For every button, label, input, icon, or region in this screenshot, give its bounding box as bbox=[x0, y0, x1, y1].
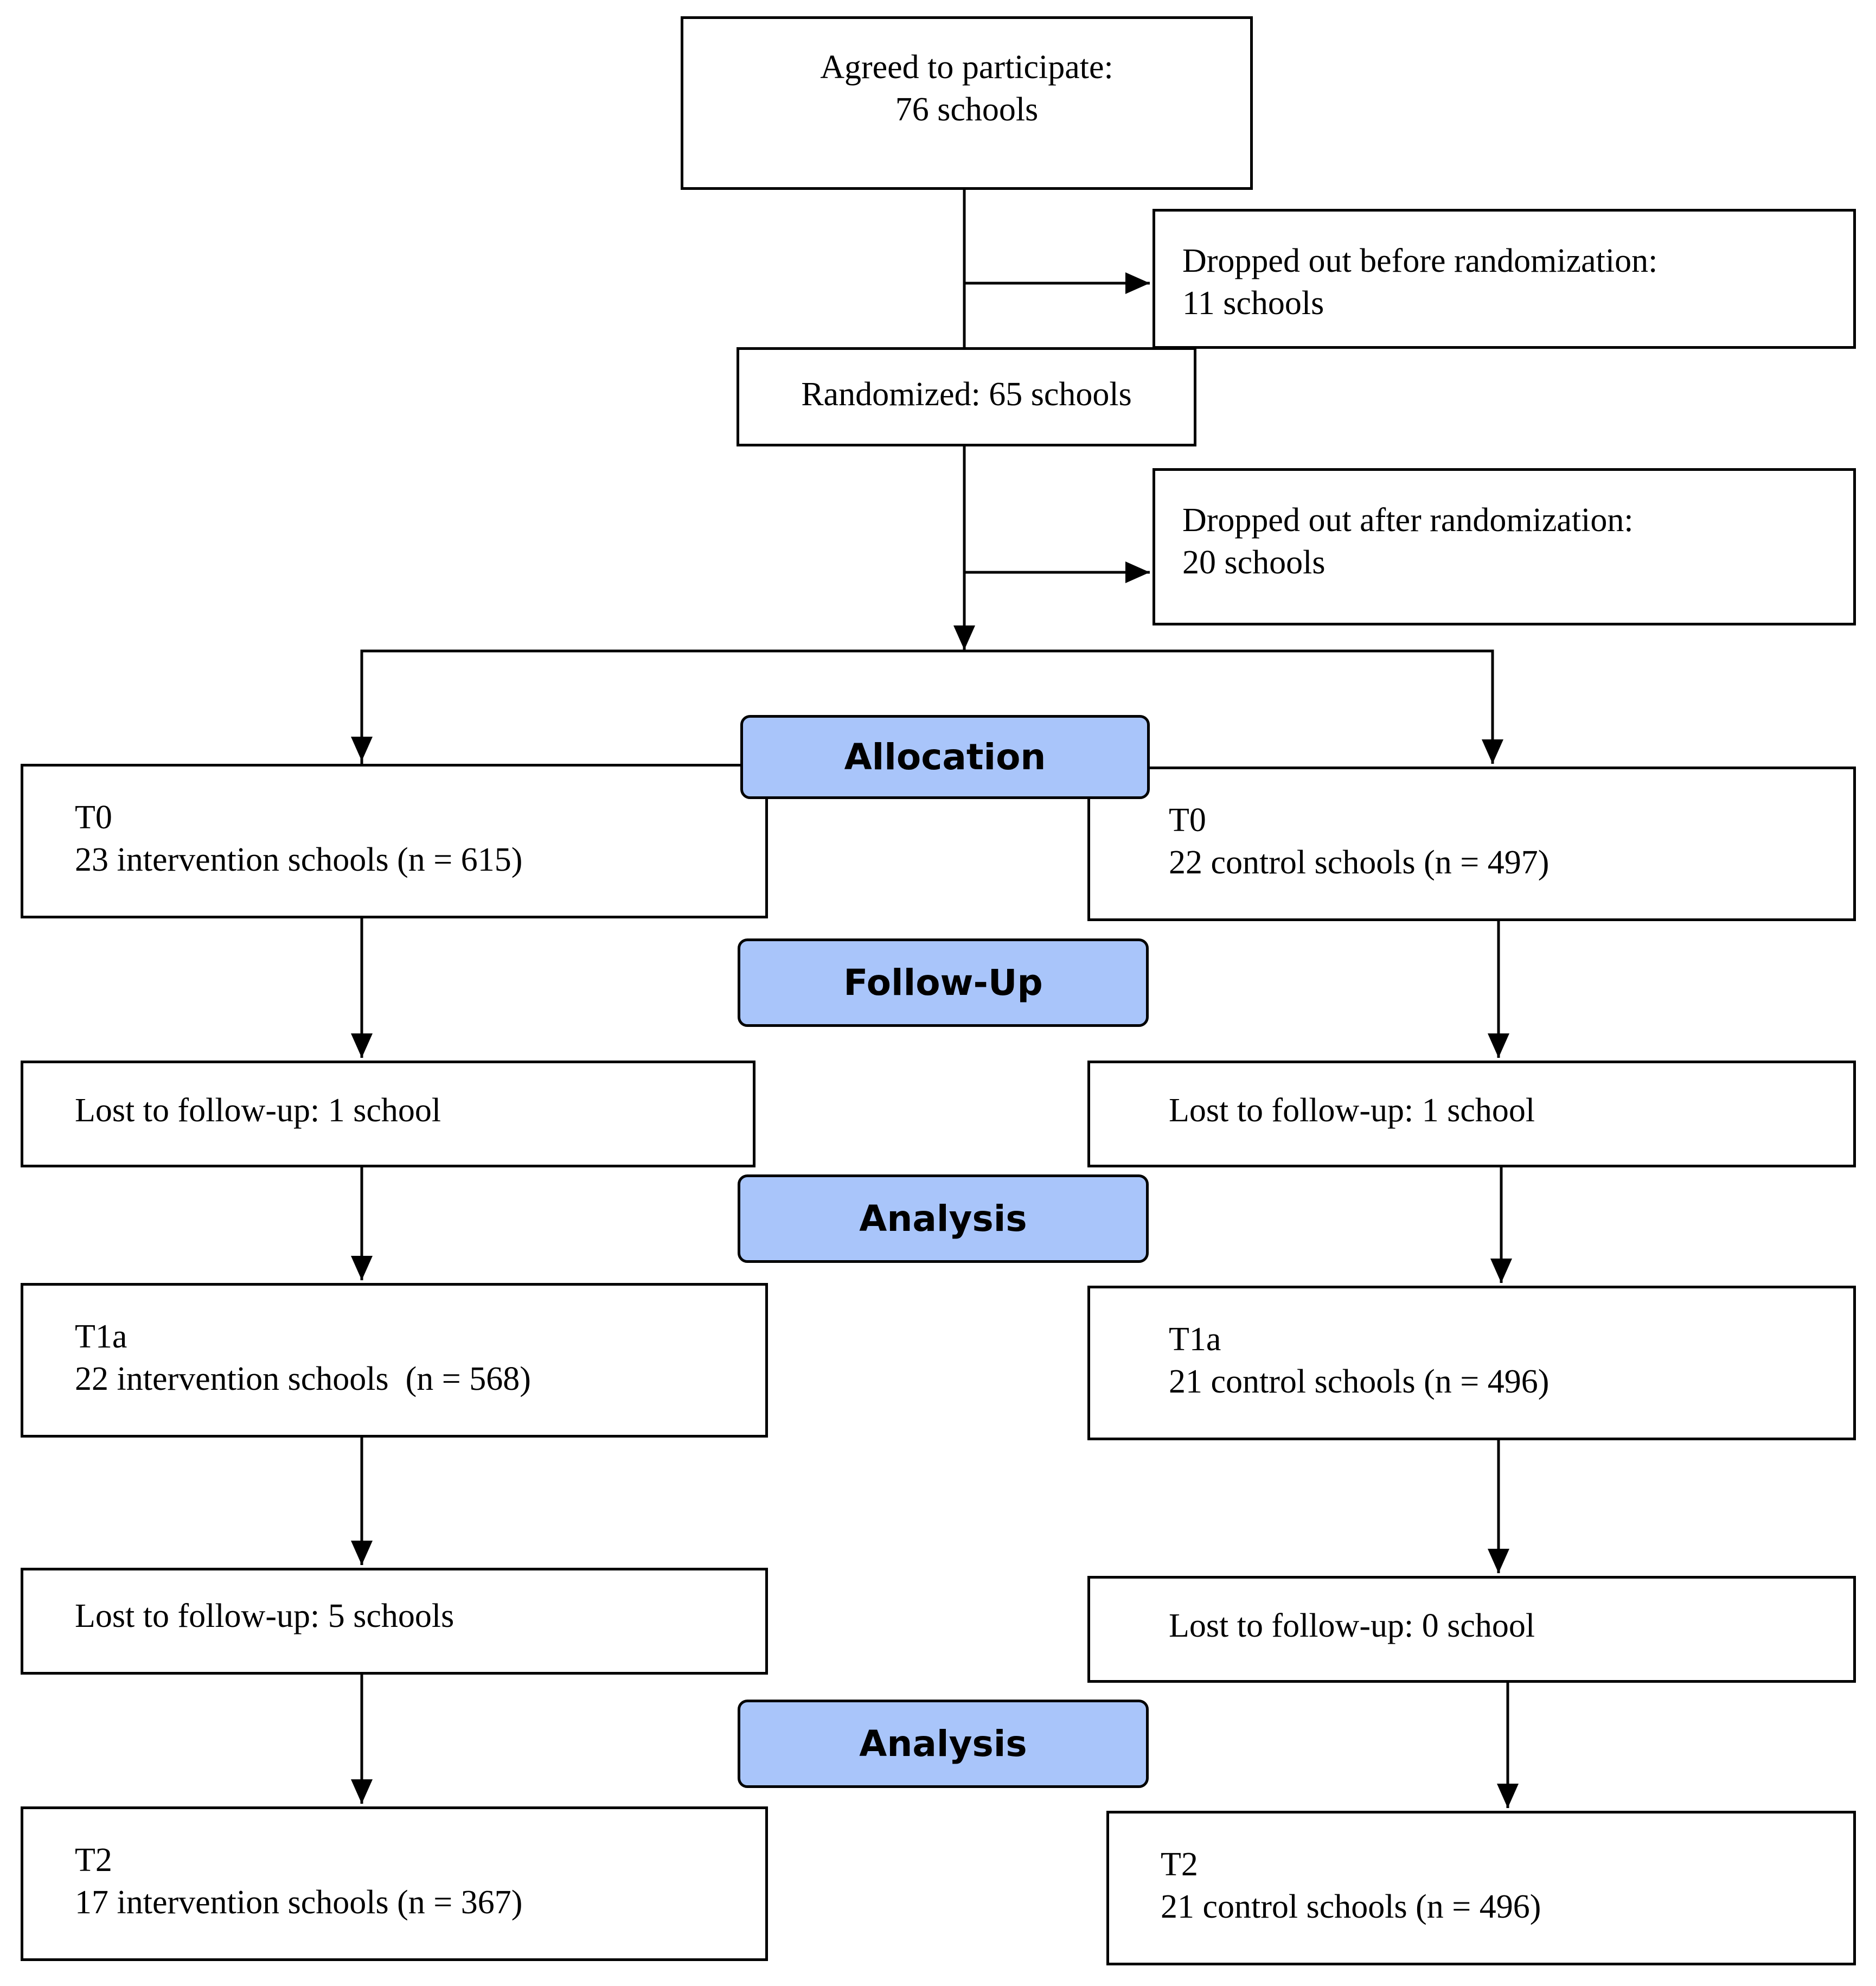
intervention-lost1-box: Lost to follow-up: 1 school bbox=[21, 1061, 755, 1167]
dropped-after-line2: 20 schools bbox=[1182, 544, 1326, 581]
intervention-t0-box: T0 23 intervention schools (n = 615) bbox=[21, 764, 768, 918]
intervention-t1a-box: T1a 22 intervention schools (n = 568) bbox=[21, 1283, 768, 1438]
control-lost2-box: Lost to follow-up: 0 school bbox=[1087, 1576, 1856, 1683]
control-t2-line2: 21 control schools (n = 496) bbox=[1161, 1888, 1541, 1925]
stage-analysis-2: Analysis bbox=[738, 1700, 1149, 1788]
intervention-t0-line1: T0 bbox=[75, 799, 112, 836]
control-t1a-line2: 21 control schools (n = 496) bbox=[1169, 1363, 1550, 1400]
control-t0-line2: 22 control schools (n = 497) bbox=[1169, 844, 1550, 881]
dropped-before-line1: Dropped out before randomization: bbox=[1182, 242, 1658, 279]
intervention-lost2-box: Lost to follow-up: 5 schools bbox=[21, 1568, 768, 1675]
control-lost1-label: Lost to follow-up: 1 school bbox=[1169, 1092, 1535, 1129]
dropped-before-line2: 11 schools bbox=[1182, 285, 1324, 322]
control-lost2-label: Lost to follow-up: 0 school bbox=[1169, 1607, 1535, 1644]
control-t2-line1: T2 bbox=[1161, 1846, 1198, 1883]
agreed-line1: Agreed to participate: bbox=[820, 48, 1113, 86]
control-t0-box: T0 22 control schools (n = 497) bbox=[1087, 767, 1856, 921]
control-t2-box: T2 21 control schools (n = 496) bbox=[1106, 1811, 1856, 1965]
stage-allocation: Allocation bbox=[740, 715, 1150, 799]
intervention-lost2-label: Lost to follow-up: 5 schools bbox=[75, 1598, 454, 1634]
intervention-lost1-label: Lost to follow-up: 1 school bbox=[75, 1092, 441, 1129]
intervention-t1a-line2: 22 intervention schools (n = 568) bbox=[75, 1361, 531, 1397]
dropped-after-box: Dropped out after randomization: 20 scho… bbox=[1153, 468, 1856, 625]
stage-follow-up: Follow-Up bbox=[738, 938, 1149, 1027]
dropped-after-line1: Dropped out after randomization: bbox=[1182, 502, 1634, 539]
intervention-t2-line2: 17 intervention schools (n = 367) bbox=[75, 1884, 523, 1921]
control-t1a-line1: T1a bbox=[1169, 1321, 1221, 1358]
intervention-t2-line1: T2 bbox=[75, 1842, 112, 1879]
randomized-box: Randomized: 65 schools bbox=[737, 347, 1196, 446]
agreed-box: Agreed to participate: 76 schools bbox=[681, 16, 1253, 190]
intervention-t0-line2: 23 intervention schools (n = 615) bbox=[75, 841, 523, 878]
randomized-label: Randomized: 65 schools bbox=[801, 375, 1132, 413]
intervention-t2-box: T2 17 intervention schools (n = 367) bbox=[21, 1806, 768, 1961]
control-lost1-box: Lost to follow-up: 1 school bbox=[1087, 1061, 1856, 1167]
control-t0-line1: T0 bbox=[1169, 802, 1206, 839]
dropped-before-box: Dropped out before randomization: 11 sch… bbox=[1153, 209, 1856, 349]
agreed-line2: 76 schools bbox=[895, 91, 1039, 128]
control-t1a-box: T1a 21 control schools (n = 496) bbox=[1087, 1286, 1856, 1440]
stage-analysis-1: Analysis bbox=[738, 1174, 1149, 1263]
intervention-t1a-line1: T1a bbox=[75, 1318, 127, 1355]
